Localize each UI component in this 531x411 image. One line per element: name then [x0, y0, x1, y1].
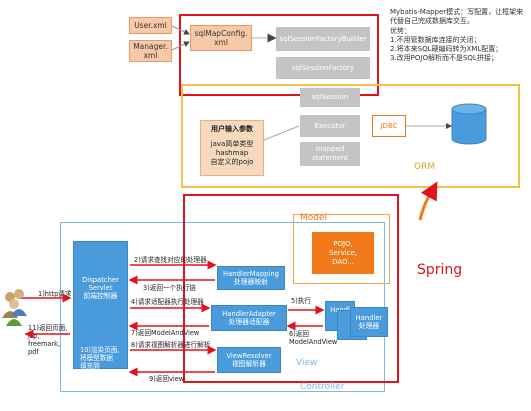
input-params-box: 用户输入参数 java简单类型 hashmap 自定义的pojo [200, 120, 264, 176]
mybatis-note: Mybatis-Mapper模式：写配置，让框架来代替自己完成数据库交互。 优势… [390, 8, 524, 63]
view-resolver-label: ViewResolver 视图解析器 [226, 352, 272, 368]
step-6-label: 6)返回 ModelAndView [289, 330, 338, 346]
step-4-label: 4)请求适配器执行处理器 [131, 298, 204, 306]
step-8-label: 8)请求视图解析器进行解析 [131, 341, 211, 349]
model-label: Model [300, 213, 328, 223]
spring-mvc-frame [183, 194, 399, 383]
step-10-label: 10)渲染页面, 将模型数据 填充到 request域 [80, 346, 120, 378]
dispatcher-label: Dispatcher Servlet 前端控制器 [82, 276, 119, 300]
step-7-label: 7)返回ModelAndView [131, 329, 200, 337]
pojo-label: POJO, Service, DAO... [328, 239, 358, 266]
step-1-label: 1)http请求 [38, 290, 72, 298]
handler-box-front: Handler 处理器 [350, 307, 388, 337]
jdbc-label: JDBC [380, 122, 398, 130]
input-params-title: 用户输入参数 [211, 125, 253, 133]
factory-builder-label: sqlSessionFactoryBuilder [279, 34, 367, 43]
user-xml-label: User.xml [134, 21, 167, 30]
step-9-label: 9)返回view [149, 375, 185, 383]
executor-label: Executor [314, 121, 346, 130]
manager-xml-label: Manager. xml [133, 42, 168, 60]
handler-adapter-label: HandlerAdapter 处理器适配器 [222, 310, 276, 326]
sqlmapconfig-box: sqlMapConfig. xml [190, 25, 252, 51]
view-label: View [296, 358, 318, 368]
step-3-label: 3)返回一个执行链 [143, 284, 196, 292]
handler-mapping-box: HandlerMapping 处理器映射 [217, 266, 285, 290]
jdbc-box: JDBC [372, 115, 406, 137]
input-params-body: java简单类型 hashmap 自定义的pojo [210, 140, 254, 166]
factory-box: sqlSessionFactory [276, 57, 370, 79]
view-resolver-box: ViewResolver 视图解析器 [217, 347, 281, 373]
user-xml-box: User.xml [129, 17, 172, 34]
manager-xml-box: Manager. xml [129, 40, 172, 62]
dispatcher-box: Dispatcher Servlet 前端控制器 [73, 241, 128, 369]
mybatis-config-frame [179, 14, 379, 96]
model-frame [293, 214, 390, 284]
sqlmapconfig-label: sqlMapConfig. xml [194, 29, 248, 47]
handler-mapping-label: HandlerMapping 处理器映射 [223, 270, 279, 286]
executor-box: Executor [300, 115, 360, 137]
step-2-label: 2)请求查找对应的处理器 [134, 256, 207, 264]
orm-frame [181, 84, 520, 188]
sqlsession-label: sqlSession [311, 93, 349, 101]
step-5-label: 5)执行 [291, 297, 311, 305]
mapped-statement-box: mapped statement [300, 142, 360, 166]
spring-label: Spring [417, 262, 463, 278]
mapped-statement-label: mapped statement [311, 145, 349, 162]
database-icon [451, 103, 487, 145]
sqlsession-box: sqlSession [300, 88, 360, 107]
orm-label: ORM [414, 162, 436, 172]
step-11-label: 11)返回页面, jsp, freemark, pdf [28, 324, 68, 356]
handler-adapter-box: HandlerAdapter 处理器适配器 [211, 305, 287, 331]
factory-label: sqlSessionFactory [291, 63, 355, 72]
controller-label: Controller [300, 382, 345, 392]
handler-front-label: Handler 处理器 [355, 314, 383, 330]
pojo-box: POJO, Service, DAO... [312, 232, 374, 274]
user-group-icon [2, 289, 27, 326]
factory-builder-box: sqlSessionFactoryBuilder [276, 27, 370, 51]
